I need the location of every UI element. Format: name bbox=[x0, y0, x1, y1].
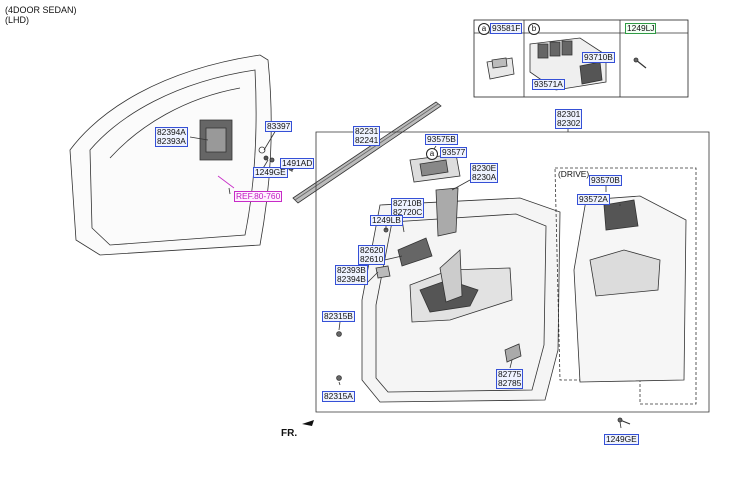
part-82775-82785[interactable]: 82775 82785 bbox=[496, 369, 524, 389]
ref-link[interactable]: REF.80-760 bbox=[234, 191, 283, 202]
part-93575B[interactable]: 93575B bbox=[425, 134, 458, 145]
part-93571A[interactable]: 93571A bbox=[532, 79, 565, 90]
part-82393B[interactable]: 82393B bbox=[337, 265, 366, 275]
part-1249LJ[interactable]: 1249LJ bbox=[625, 23, 657, 34]
inset-marker-a: a bbox=[478, 23, 490, 35]
front-direction-label: FR. bbox=[281, 428, 298, 439]
model-body-type: (4DOOR SEDAN) bbox=[5, 5, 77, 15]
part-82315B[interactable]: 82315B bbox=[322, 311, 355, 322]
model-header: (4DOOR SEDAN) (LHD) bbox=[5, 5, 77, 25]
part-82394A[interactable]: 82394A bbox=[157, 127, 186, 137]
part-82785[interactable]: 82785 bbox=[498, 378, 522, 388]
part-93577[interactable]: 93577 bbox=[440, 147, 468, 158]
part-82710B-82720C[interactable]: 82710B 82720C bbox=[391, 198, 425, 218]
part-8230E-8230A[interactable]: 8230E 8230A bbox=[470, 163, 499, 183]
model-drive-side: (LHD) bbox=[5, 15, 29, 25]
inset-box bbox=[473, 19, 689, 98]
part-8230E[interactable]: 8230E bbox=[472, 163, 497, 173]
inset-marker-b: b bbox=[528, 23, 540, 35]
part-82393A[interactable]: 82393A bbox=[157, 136, 186, 146]
part-82301-82302[interactable]: 82301 82302 bbox=[555, 109, 583, 129]
part-93710B[interactable]: 93710B bbox=[582, 52, 615, 63]
part-93570B[interactable]: 93570B bbox=[589, 175, 622, 186]
part-82720C[interactable]: 82720C bbox=[393, 207, 423, 217]
part-93581F[interactable]: 93581F bbox=[490, 23, 523, 34]
fr-arrow-icon bbox=[302, 420, 314, 426]
marker-a: a bbox=[426, 148, 438, 160]
part-1491AD[interactable]: 1491AD bbox=[280, 158, 315, 169]
part-8230A[interactable]: 8230A bbox=[472, 172, 497, 182]
part-1249GE-bottom[interactable]: 1249GE bbox=[604, 434, 639, 445]
part-82393B-82394B[interactable]: 82393B 82394B bbox=[335, 265, 368, 285]
drive-label: (DRIVE) bbox=[558, 169, 590, 179]
part-1249LB[interactable]: 1249LB bbox=[370, 215, 403, 226]
part-82394A-82393A[interactable]: 82394A 82393A bbox=[155, 127, 188, 147]
part-82710B[interactable]: 82710B bbox=[393, 198, 422, 208]
part-82610[interactable]: 82610 bbox=[360, 254, 384, 264]
part-82775[interactable]: 82775 bbox=[498, 369, 522, 379]
part-82241[interactable]: 82241 bbox=[355, 135, 379, 145]
part-82620-82610[interactable]: 82620 82610 bbox=[358, 245, 386, 265]
part-82301[interactable]: 82301 bbox=[557, 109, 581, 119]
part-82302[interactable]: 82302 bbox=[557, 118, 581, 128]
part-82394B[interactable]: 82394B bbox=[337, 274, 366, 284]
part-82315A[interactable]: 82315A bbox=[322, 391, 355, 402]
part-82231[interactable]: 82231 bbox=[355, 126, 379, 136]
part-82231-82241[interactable]: 82231 82241 bbox=[353, 126, 381, 146]
part-82620[interactable]: 82620 bbox=[360, 245, 384, 255]
part-1249GE-top[interactable]: 1249GE bbox=[253, 167, 288, 178]
part-83397[interactable]: 83397 bbox=[265, 121, 293, 132]
part-93572A[interactable]: 93572A bbox=[577, 194, 610, 205]
